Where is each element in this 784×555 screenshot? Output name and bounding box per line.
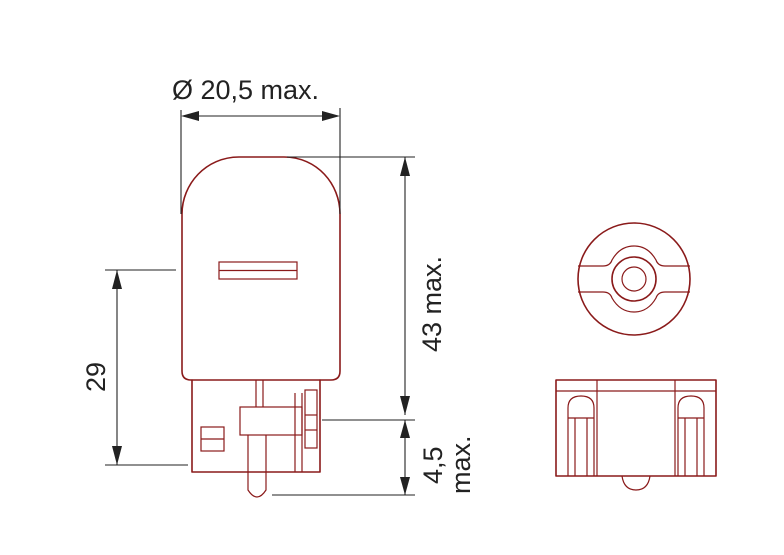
glass-height-label: 29 (81, 362, 111, 392)
bulb-bottom-view (555, 379, 717, 491)
bottom-view-body (555, 379, 717, 477)
glass-envelope (181, 156, 341, 381)
bulb-top-view (577, 222, 691, 336)
contact-block (239, 406, 303, 436)
contact-wire (255, 380, 264, 407)
top-view-center-ring (611, 256, 657, 302)
dimension-glass-height: 29 (81, 269, 188, 466)
dimension-diameter: Ø 20,5 max. (172, 75, 341, 214)
dimension-base-height: 4,5 max. (272, 419, 476, 496)
top-view-outer-circle (577, 222, 691, 336)
diameter-label: Ø 20,5 max. (172, 75, 319, 105)
bulb-side-view (181, 156, 341, 498)
base-height-suffix: max. (446, 435, 476, 494)
wedge-base (191, 379, 321, 473)
base-height-value: 4,5 (418, 446, 448, 484)
dimension-total-height: 43 max. (287, 156, 447, 415)
total-height-label: 43 max. (417, 256, 447, 352)
